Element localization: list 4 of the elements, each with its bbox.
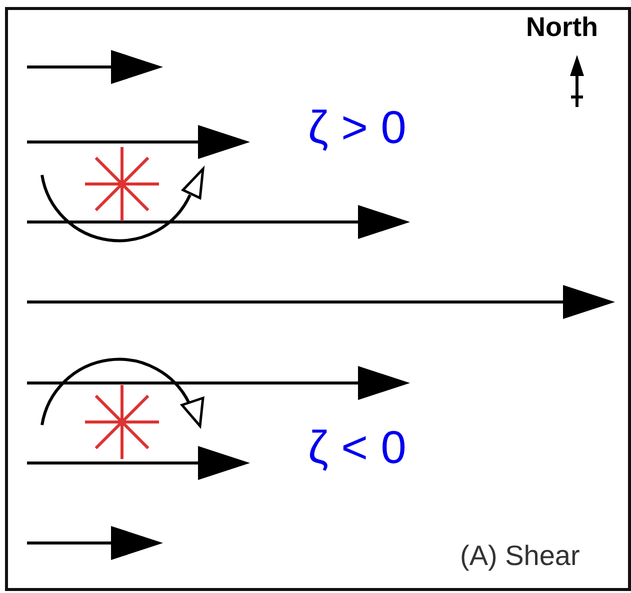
- compass-label: North: [526, 14, 598, 41]
- panel-caption: (A) Shear: [460, 542, 580, 570]
- vorticity-label: ζ < 0: [308, 424, 406, 470]
- vorticity-label: ζ > 0: [308, 104, 406, 150]
